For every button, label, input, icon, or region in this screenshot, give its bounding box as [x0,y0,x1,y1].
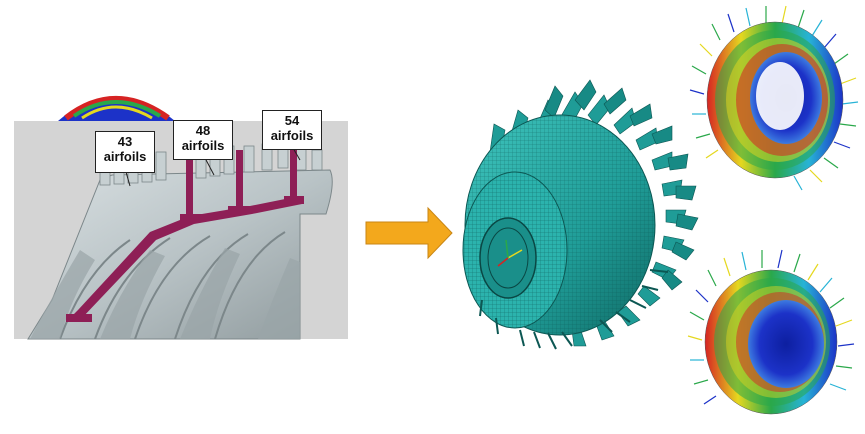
callout-stage-3: 54 airfoils [262,110,322,150]
callout-stage-1: 43 airfoils [95,131,155,173]
callout-stage-2-count: 48 [195,123,211,138]
right-arrow-icon [365,206,453,260]
mesh-blade-row-outer [544,79,699,291]
contour-bottom-bore [748,300,824,388]
contour-bottom-blades [687,249,855,405]
callout-stage-1-count: 43 [117,134,133,149]
callout-stage-1-unit: airfoils [103,149,147,164]
contour-result-top [689,5,859,191]
casing-rings [59,231,286,340]
contour-top-blades [689,5,859,191]
callout-stage-3-unit: airfoils [270,128,314,143]
callout-stage-3-count: 54 [284,113,300,128]
contour-result-bottom [687,249,855,415]
callout-stage-2: 48 airfoils [173,120,233,160]
mesh-lower-blades [479,269,669,350]
section-cut-profile [66,148,304,322]
callout-stage-2-unit: airfoils [181,138,225,153]
callout-leaders [125,147,301,187]
rotor-peek [58,96,175,121]
axis-triad-icon [497,239,523,267]
casing-ring-shading [30,248,300,339]
fe-mesh-model [462,79,699,350]
